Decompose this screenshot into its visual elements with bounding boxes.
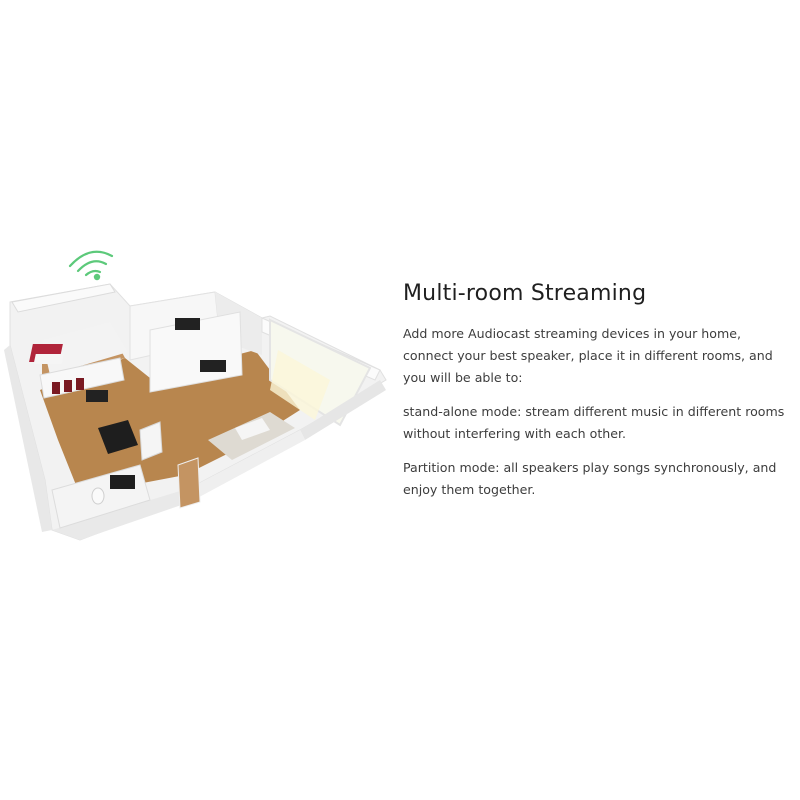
- feature-description: Multi-room Streaming Add more Audiocast …: [403, 279, 793, 513]
- intro-paragraph: Add more Audiocast streaming devices in …: [403, 326, 773, 385]
- section-heading: Multi-room Streaming: [403, 281, 647, 306]
- wifi-icon: [68, 250, 114, 281]
- standalone-mode-paragraph: stand-alone mode: stream different music…: [403, 404, 785, 441]
- partition-mode-paragraph: Partition mode: all speakers play songs …: [403, 460, 777, 497]
- apartment-floorplan-illustration: [0, 240, 390, 560]
